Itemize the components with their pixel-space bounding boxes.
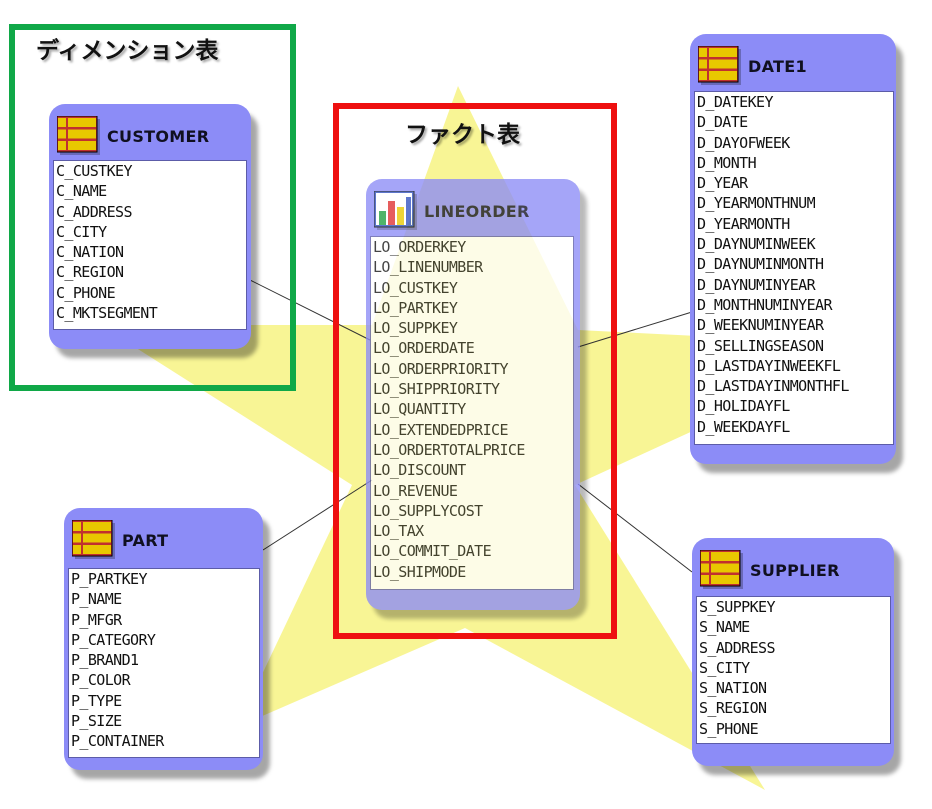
field-row[interactable]: D_WEEKDAYFL — [697, 417, 790, 436]
table-header: LINEORDER — [374, 191, 530, 231]
table-list-icon — [700, 550, 743, 589]
field-row[interactable]: P_PARTKEY — [71, 570, 147, 588]
table-title: PART — [122, 530, 169, 550]
field-row[interactable]: D_DAYNUMINYEAR — [697, 275, 816, 294]
field-row[interactable]: P_SIZE — [71, 712, 122, 731]
relation-line-supplier-lineorder — [577, 483, 693, 573]
field-row[interactable]: LO_CUSTKEY — [373, 278, 458, 297]
field-row[interactable]: LO_EXTENDEDPRICE — [373, 420, 509, 439]
relation-line-date-lineorder — [577, 311, 693, 348]
field-row[interactable]: LO_SHIPPRIORITY — [373, 380, 500, 399]
relation-line-customer-lineorder — [245, 277, 371, 341]
field-row[interactable]: C_NAME — [56, 182, 107, 201]
field-row[interactable]: LO_ORDERDATE — [373, 339, 475, 358]
field-row[interactable]: D_DATEKEY — [697, 93, 773, 111]
table-header: SUPPLIER — [700, 550, 840, 590]
dimension-table-frame — [9, 24, 296, 391]
field-row[interactable]: D_DAYOFWEEK — [697, 133, 790, 152]
field-row[interactable]: D_LASTDAYINMONTHFL — [697, 377, 849, 396]
field-row[interactable]: P_CONTAINER — [71, 732, 164, 751]
fact-table-frame — [333, 103, 617, 639]
field-row[interactable]: P_CATEGORY — [71, 630, 156, 649]
field-row[interactable]: S_SUPPKEY — [699, 598, 775, 616]
bar-chart-table-icon — [374, 191, 417, 230]
field-row[interactable]: P_MFGR — [71, 610, 122, 629]
field-row[interactable]: P_COLOR — [71, 671, 131, 690]
field-row[interactable]: LO_SUPPKEY — [373, 319, 458, 338]
field-row[interactable]: D_SELLINGSEASON — [697, 336, 824, 355]
field-row[interactable]: S_NATION — [699, 679, 767, 698]
field-row[interactable]: D_WEEKNUMINYEAR — [697, 316, 824, 335]
table-list-icon — [72, 520, 115, 559]
field-row[interactable]: D_HOLIDAYFL — [697, 397, 790, 416]
relation-line-part-lineorder — [262, 479, 373, 551]
dimension-table-label: ディメンション表 — [36, 38, 219, 64]
field-row[interactable]: C_MKTSEGMENT — [56, 304, 158, 323]
table-header: DATE1 — [698, 46, 807, 86]
field-row[interactable]: C_CUSTKEY — [56, 162, 132, 180]
field-row[interactable]: LO_ORDERTOTALPRICE — [373, 440, 525, 459]
field-row[interactable]: C_ADDRESS — [56, 202, 132, 221]
fact-table-label: ファクト表 — [405, 122, 520, 148]
field-row[interactable]: D_DATE — [697, 113, 748, 132]
field-row[interactable]: P_NAME — [71, 590, 122, 609]
table-list-icon — [698, 46, 741, 85]
field-row[interactable]: LO_DISCOUNT — [373, 461, 466, 480]
field-row[interactable]: S_NAME — [699, 618, 750, 637]
field-row[interactable]: LO_ORDERKEY — [373, 238, 466, 256]
field-row[interactable]: D_DAYNUMINMONTH — [697, 255, 824, 274]
table-title: LINEORDER — [424, 201, 530, 221]
table-list-icon — [57, 116, 100, 155]
field-row[interactable]: D_YEARMONTH — [697, 214, 790, 233]
table-title: CUSTOMER — [107, 126, 210, 146]
field-row[interactable]: P_BRAND1 — [71, 651, 139, 670]
field-row[interactable]: D_LASTDAYINWEEKFL — [697, 356, 841, 375]
field-row[interactable]: S_CITY — [699, 658, 750, 677]
field-row[interactable]: C_PHONE — [56, 283, 116, 302]
field-row[interactable]: S_ADDRESS — [699, 638, 775, 657]
field-row[interactable]: LO_ORDERPRIORITY — [373, 359, 509, 378]
field-row[interactable]: D_MONTH — [697, 153, 757, 172]
field-row[interactable]: D_YEAR — [697, 174, 748, 193]
field-row[interactable]: LO_LINENUMBER — [373, 258, 483, 277]
field-row[interactable]: D_MONTHNUMINYEAR — [697, 295, 833, 314]
field-row[interactable]: LO_SUPPLYCOST — [373, 501, 483, 520]
field-row[interactable]: LO_PARTKEY — [373, 298, 458, 317]
table-title: DATE1 — [748, 56, 807, 76]
field-row[interactable]: LO_SHIPMODE — [373, 562, 466, 581]
table-header: CUSTOMER — [57, 116, 209, 156]
field-row[interactable]: S_PHONE — [699, 719, 759, 738]
field-row[interactable]: D_YEARMONTHNUM — [697, 194, 816, 213]
field-row[interactable]: LO_REVENUE — [373, 481, 458, 500]
field-row[interactable]: C_REGION — [56, 263, 124, 282]
field-row[interactable]: LO_QUANTITY — [373, 400, 466, 419]
field-row[interactable]: LO_TAX — [373, 522, 424, 541]
field-row[interactable]: S_REGION — [699, 699, 767, 718]
field-row[interactable]: C_NATION — [56, 243, 124, 262]
table-title: SUPPLIER — [750, 560, 840, 580]
table-header: PART — [72, 520, 168, 560]
field-row[interactable]: P_TYPE — [71, 691, 122, 710]
field-row[interactable]: C_CITY — [56, 222, 107, 241]
field-row[interactable]: D_DAYNUMINWEEK — [697, 235, 816, 254]
field-row[interactable]: LO_COMMIT_DATE — [373, 542, 492, 561]
